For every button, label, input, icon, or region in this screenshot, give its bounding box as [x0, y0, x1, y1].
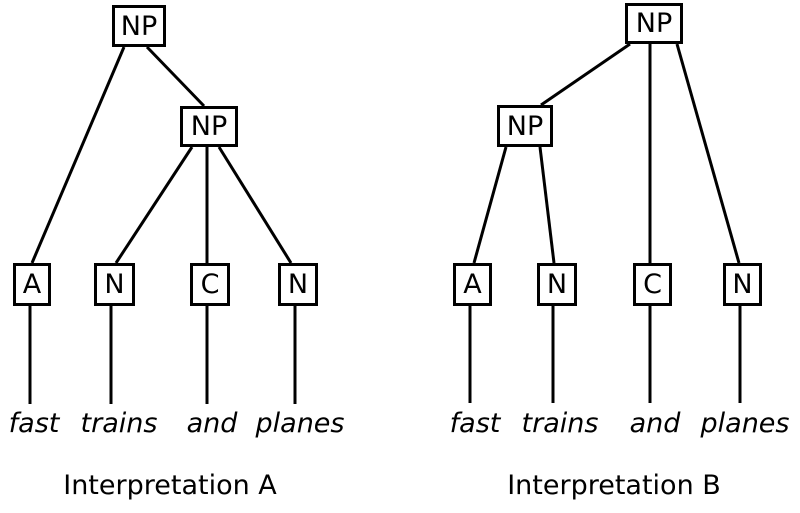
tree-a-word-planes: planes	[255, 408, 345, 439]
tree-a-noun2-node: N	[278, 263, 318, 306]
edge-a-root-to-a	[30, 46, 126, 264]
tree-b-noun1-node: N	[537, 263, 577, 306]
tree-b-word-trains: trains	[521, 408, 599, 439]
edge-b-root-to-n2	[675, 43, 741, 264]
tree-a-np-inner-node: NP	[180, 106, 238, 147]
tree-b-np-root-node: NP	[625, 3, 683, 44]
edge-b-root-to-np	[540, 42, 631, 107]
tree-b-word-and: and	[629, 408, 681, 439]
tree-b-word-fast: fast	[449, 408, 501, 439]
tree-b-conjunction-node: C	[633, 263, 672, 306]
tree-b-noun2-node: N	[723, 263, 762, 306]
tree-a-noun1-node: N	[94, 263, 135, 306]
tree-a-word-trains: trains	[80, 408, 158, 439]
edge-a-np-to-n2	[217, 146, 293, 264]
tree-a-word-fast: fast	[8, 408, 60, 439]
tree-b-caption: Interpretation B	[507, 470, 721, 501]
tree-a-np-root-node: NP	[112, 5, 166, 47]
tree-a-conjunction-node: C	[190, 263, 230, 306]
tree-a-adjective-node: A	[13, 263, 51, 306]
tree-a-caption: Interpretation A	[63, 470, 277, 501]
edge-a-root-to-np	[145, 45, 206, 108]
tree-b-np-inner-node: NP	[497, 105, 553, 147]
tree-a-word-and: and	[186, 408, 238, 439]
edge-a-np-to-n1	[114, 146, 194, 264]
tree-b-word-planes: planes	[700, 408, 790, 439]
edge-b-np-to-a	[472, 146, 508, 264]
edge-b-np-to-n1	[538, 146, 556, 264]
tree-b-adjective-node: A	[453, 263, 492, 306]
